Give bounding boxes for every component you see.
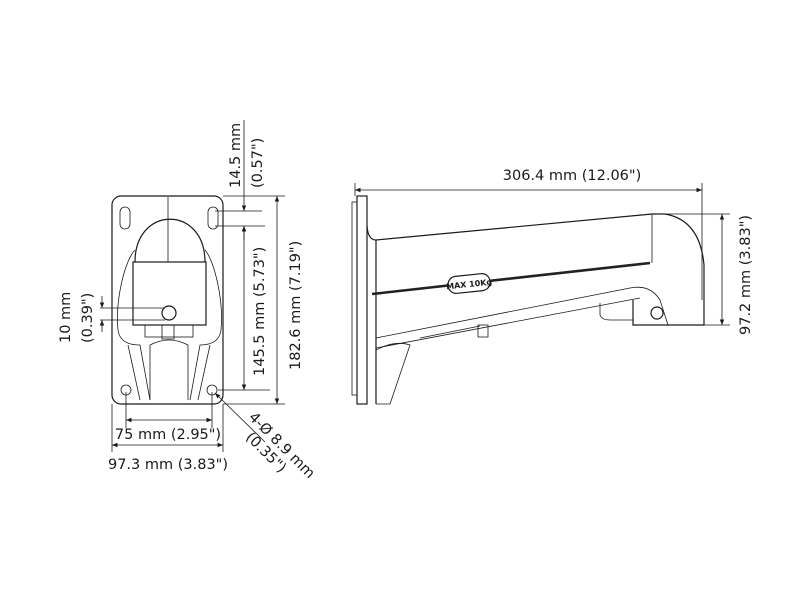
dim-small-inch: (0.39") [80,293,96,343]
wall-flange [356,195,368,405]
front-view: 14.5 mm (0.57") 145.5 mm (5.73") 182.6 m… [58,120,318,482]
dim-top-offset-inch: (0.57") [250,138,266,188]
arm-outline [366,213,705,404]
dim-total-width: 97.3 mm (3.83") [108,457,228,473]
dome-top [134,218,206,263]
screw-icon [161,305,177,321]
dim-small-mm: 10 mm [58,292,74,343]
side-view: MAX 10Kg 306.4 mm (12.06") 97.2 mm (3.83… [351,168,754,405]
arm-body [132,261,207,326]
dim-top-offset-mm: 14.5 mm [228,123,244,188]
arm-groove [371,261,651,296]
mounting-plate [111,195,224,405]
dim-height: 97.2 mm (3.83") [738,215,754,335]
dim-hole-span-vertical: 145.5 mm (5.73") [252,247,268,376]
dim-length: 306.4 mm (12.06") [503,168,641,184]
keyhole-right [207,206,219,230]
keyhole-left [119,206,131,230]
dim-hole-span-horizontal: 75 mm (2.95") [115,427,221,443]
screw-icon [650,306,664,320]
dim-total-height: 182.6 mm (7.19") [288,241,304,370]
